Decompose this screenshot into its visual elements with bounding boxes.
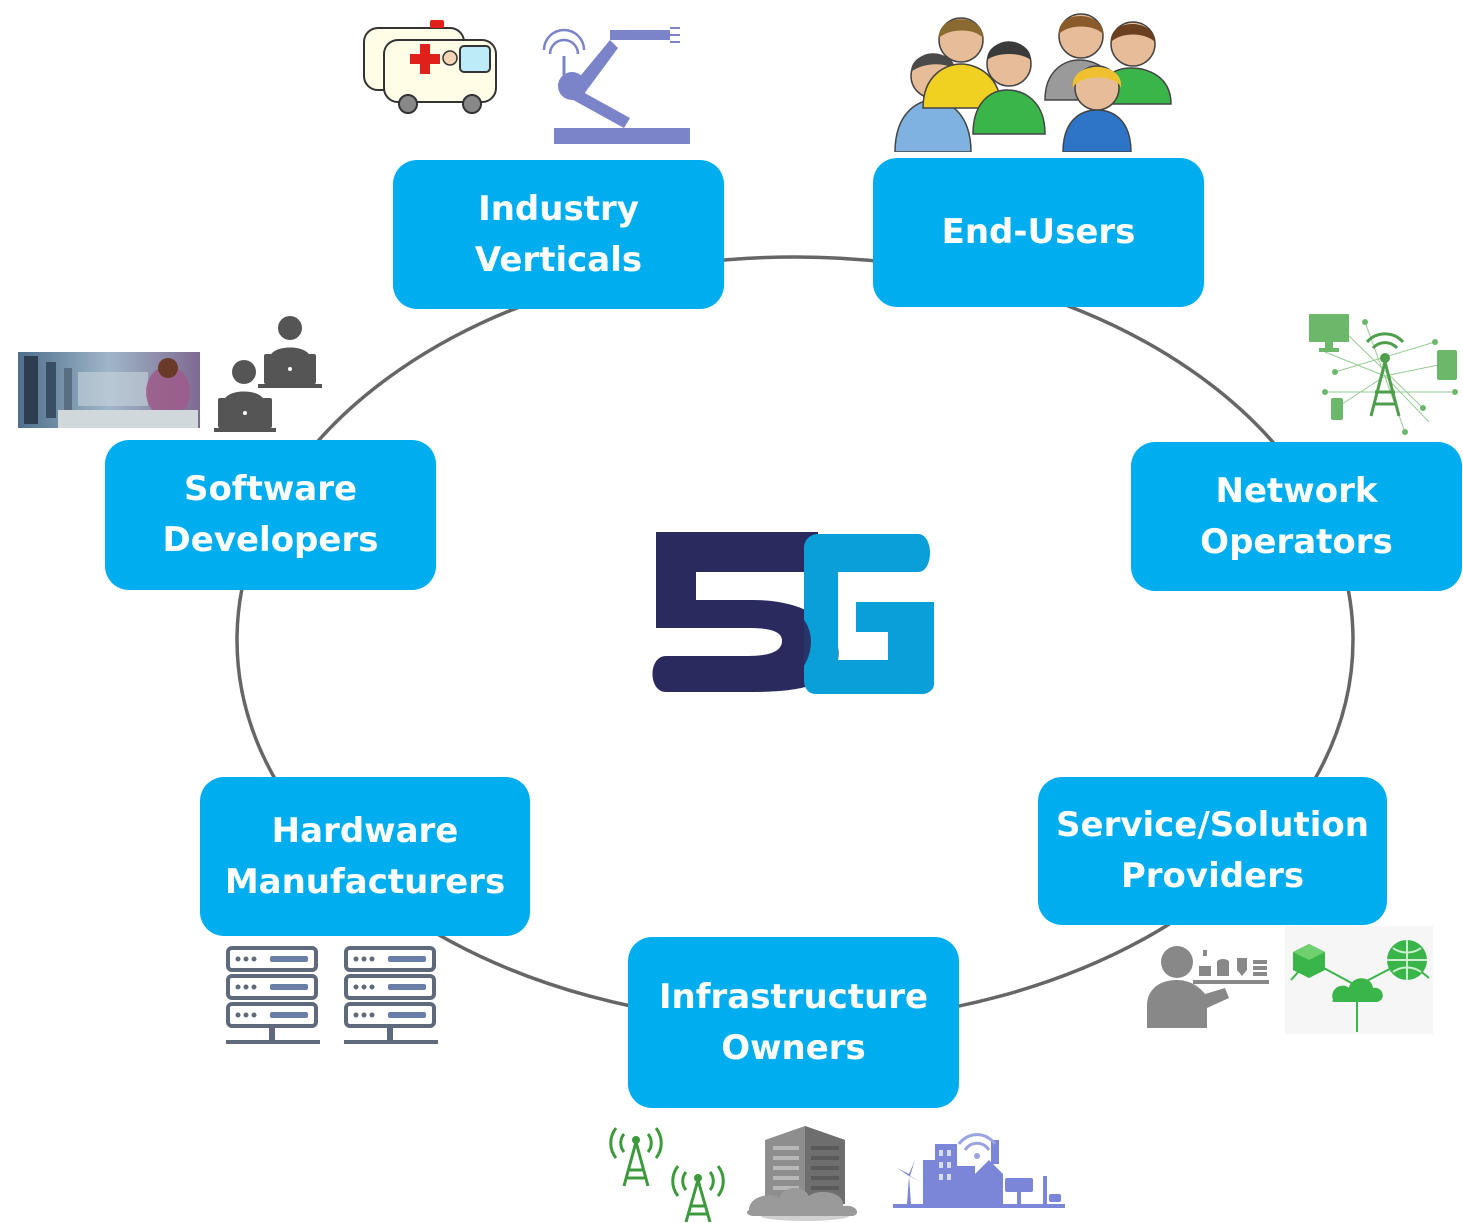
robot-arm-icon — [542, 27, 690, 144]
logo-five — [652, 532, 839, 692]
logo-five-overlap — [788, 620, 811, 680]
cloud-network-icon — [1285, 926, 1433, 1034]
box-end-users: End-Users — [873, 158, 1204, 307]
label-software-developers: Software Developers — [162, 469, 379, 560]
smart-city-icon — [893, 1133, 1065, 1208]
label-end-users: End-Users — [941, 212, 1136, 252]
label-network-operators: Network Operators — [1200, 470, 1393, 562]
label-service-solution-providers: Service/Solution Providers — [1056, 805, 1369, 896]
cell-tower-icon — [609, 1127, 725, 1223]
box-network-operators: Network Operators — [1131, 442, 1462, 591]
label-infrastructure-owners: Infrastructure Owners — [658, 976, 929, 1068]
developer-laptop-icon — [214, 316, 322, 432]
box-software-developers: Software Developers — [105, 440, 436, 590]
logo-g — [804, 534, 934, 694]
ambulance-icon — [363, 20, 497, 114]
server-rack-icon — [226, 946, 438, 1044]
network-tower-devices-icon — [1309, 314, 1458, 435]
box-service-solution-providers: Service/Solution Providers — [1038, 777, 1387, 925]
computer-lab-photo — [18, 352, 200, 428]
5g-logo — [652, 532, 934, 694]
people-group-icon — [894, 13, 1172, 152]
data-center-building-icon — [747, 1126, 858, 1221]
label-industry-verticals: Industry Verticals — [474, 188, 643, 280]
box-industry-verticals: Industry Verticals — [393, 160, 724, 309]
label-hardware-manufacturers: Hardware Manufacturers — [224, 810, 506, 902]
box-hardware-manufacturers: Hardware Manufacturers — [200, 777, 530, 936]
service-waiter-icon — [1147, 946, 1269, 1028]
box-infrastructure-owners: Infrastructure Owners — [628, 937, 959, 1108]
